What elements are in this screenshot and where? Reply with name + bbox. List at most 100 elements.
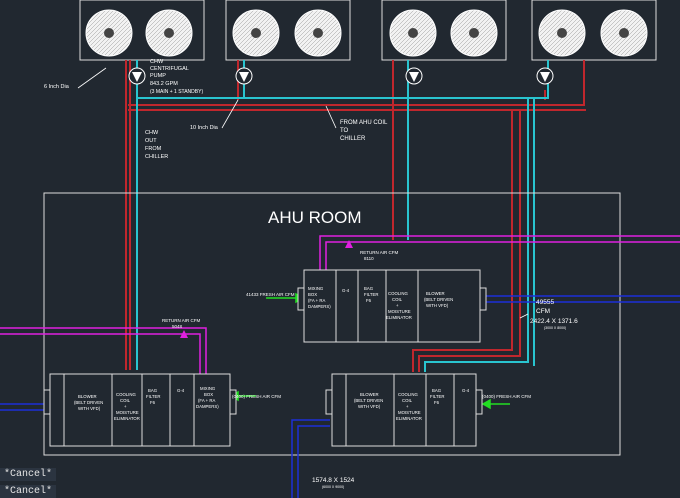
ahu-br-blower-3: WITH VFD) [358, 404, 381, 409]
ahu-br-g4: G-4 [462, 388, 470, 393]
pump-label-1: CHW [150, 59, 164, 65]
pump-4 [536, 67, 554, 85]
ahu-bl-mixing-3: (FA + RA [198, 398, 215, 403]
return-air-top-label-2: 8110 [364, 256, 374, 261]
fan-hub-icon [557, 28, 567, 38]
ahu-br-bag-2: FILTER [430, 394, 444, 399]
ahu-bottom-left[interactable] [43, 373, 237, 447]
command-history-line: *Cancel* [0, 468, 57, 481]
ahu-top-blower-1: BLOWER [426, 291, 445, 296]
fan-hub-icon [104, 28, 114, 38]
ahu-bl-mixing-1: MIXING [200, 386, 216, 391]
room-title: AHU ROOM [268, 208, 362, 227]
command-history-line: *Cancel* [0, 485, 57, 498]
pump-label-3: PUMP [150, 73, 166, 79]
ahu-bl-coil-1: COOLING [116, 392, 136, 397]
ahu-top-coil-1: COOLING [388, 291, 408, 296]
fan-hub-icon [408, 28, 418, 38]
chiller-1 [79, 0, 205, 61]
ahu-bl-bag-2: FILTER [146, 394, 160, 399]
fresh-air-br-label: (0400) FRESH AIR CFM [482, 394, 531, 399]
ahu-top-mixing-4: DAMPERS) [308, 304, 331, 309]
from-ahu-label-1: FROM AHU COIL [340, 120, 388, 126]
ahu-top-bag-2: FILTER [364, 292, 378, 297]
ahu-room-boundary [43, 192, 621, 456]
ahu-top-coil-2: COIL [392, 297, 403, 302]
pump-label-2: CENTRIFUGAL [150, 66, 189, 72]
pipe-6in-label: 6 Inch Dia [44, 84, 70, 90]
fan-hub-icon [251, 28, 261, 38]
ahu-br-coil-1: COOLING [398, 392, 418, 397]
ahu-bl-g4: G-4 [177, 388, 185, 393]
from-ahu-label-3: CHILLER [340, 136, 366, 142]
ahu-bl-bag-3: F6 [150, 400, 156, 405]
ahu-top[interactable] [297, 269, 487, 343]
pipe-10in-label: 10 Inch Dia [190, 125, 219, 131]
pump-3 [405, 67, 423, 85]
ahu-top-bag-3: F6 [366, 298, 372, 303]
return-air-left-label-2: 5048 [172, 324, 183, 329]
duct-size-bottom: 1574.8 X 1524 [312, 477, 355, 484]
pump-icon [409, 72, 419, 82]
ahu-top-blower-2: (BELT DRIVEN [424, 297, 453, 302]
ahu-bl-bag-1: BAG [148, 388, 158, 393]
ahu-top-coil-3: + [396, 303, 399, 308]
ahu-bl-coil-4: MOISTURE [116, 410, 139, 415]
ahu-br-blower-2: (BELT DRIVEN [354, 398, 383, 403]
fan-hub-icon [164, 28, 174, 38]
ahu-br-coil-4: MOISTURE [398, 410, 421, 415]
chw-out-label-1: CHW [145, 130, 159, 136]
pump-icon [132, 72, 142, 82]
ahu-bl-coil-2: COIL [120, 398, 131, 403]
pump-label-5: (3 MAIN + 1 STANDBY) [150, 89, 203, 95]
fresh-air-top-label: 41433 FRESH AIR CFM [246, 292, 295, 297]
ahu-top-coil-5: ELIMINATOR [386, 315, 412, 320]
chw-out-label-3: FROM [145, 146, 162, 152]
ahu-br-blower-1: BLOWER [360, 392, 379, 397]
ahu-bl-mixing-4: DAMPERS) [196, 404, 219, 409]
supply-air-ducts [0, 295, 680, 498]
ahu-bl-blower-2: (BELT DRIVEN [74, 400, 103, 405]
pump-icon [239, 72, 249, 82]
ahu-br-coil-3: + [406, 404, 409, 409]
ahu-top-bag-1: BAG [364, 286, 374, 291]
pump-label-4: 843.2 GPM [150, 81, 178, 87]
ahu-bl-coil-3: + [124, 404, 127, 409]
chiller-4 [531, 0, 657, 61]
cfm-value: 49555 [536, 299, 554, 306]
duct-size-bottom-sub: (6000 X 9000) [322, 485, 344, 489]
ahu-top-coil-4: MOISTURE [388, 309, 411, 314]
ahu-bl-mixing-2: BOX [204, 392, 213, 397]
chw-out-label-4: CHILLER [145, 154, 168, 160]
fan-hub-icon [469, 28, 479, 38]
ahu-br-coil-5: ELIMINATOR [396, 416, 422, 421]
ahu-bl-coil-5: ELIMINATOR [114, 416, 140, 421]
chw-supply-piping [125, 60, 586, 372]
ahu-top-g4: G-4 [342, 288, 350, 293]
ahu-bl-blower-1: BLOWER [78, 394, 97, 399]
from-ahu-label-2: TO [340, 128, 349, 134]
ahu-top-mixing-3: (FA + RA [308, 298, 325, 303]
ahu-br-bag-3: F6 [434, 400, 440, 405]
ahu-bottom-right[interactable] [325, 373, 483, 447]
ahu-br-bag-1: BAG [432, 388, 442, 393]
fan-hub-icon [313, 28, 323, 38]
duct-size-right-sub: (3000 X 8000) [544, 326, 566, 330]
fan-hub-icon [619, 28, 629, 38]
return-air-left-label-1: RETURN AIR CFM [162, 318, 201, 323]
chiller-2 [225, 0, 351, 61]
ahu-top-mixing-1: MIXING [308, 286, 324, 291]
fresh-air-bl-label: (0400) FRESH AIR CFM [232, 394, 281, 399]
leader-lines [77, 67, 529, 319]
ahu-top-mixing-2: BOX [308, 292, 317, 297]
duct-size-right: 2422.4 X 1371.6 [530, 318, 578, 325]
ahu-top-blower-3: WITH VFD) [426, 303, 449, 308]
return-air-arrows [180, 240, 353, 338]
pump-icon [540, 72, 550, 82]
ahu-br-coil-2: COIL [402, 398, 413, 403]
cfm-unit: CFM [536, 308, 550, 315]
ahu-bl-blower-3: WITH VFD) [78, 406, 101, 411]
chiller-3 [381, 0, 507, 61]
pump-1 [128, 67, 146, 85]
